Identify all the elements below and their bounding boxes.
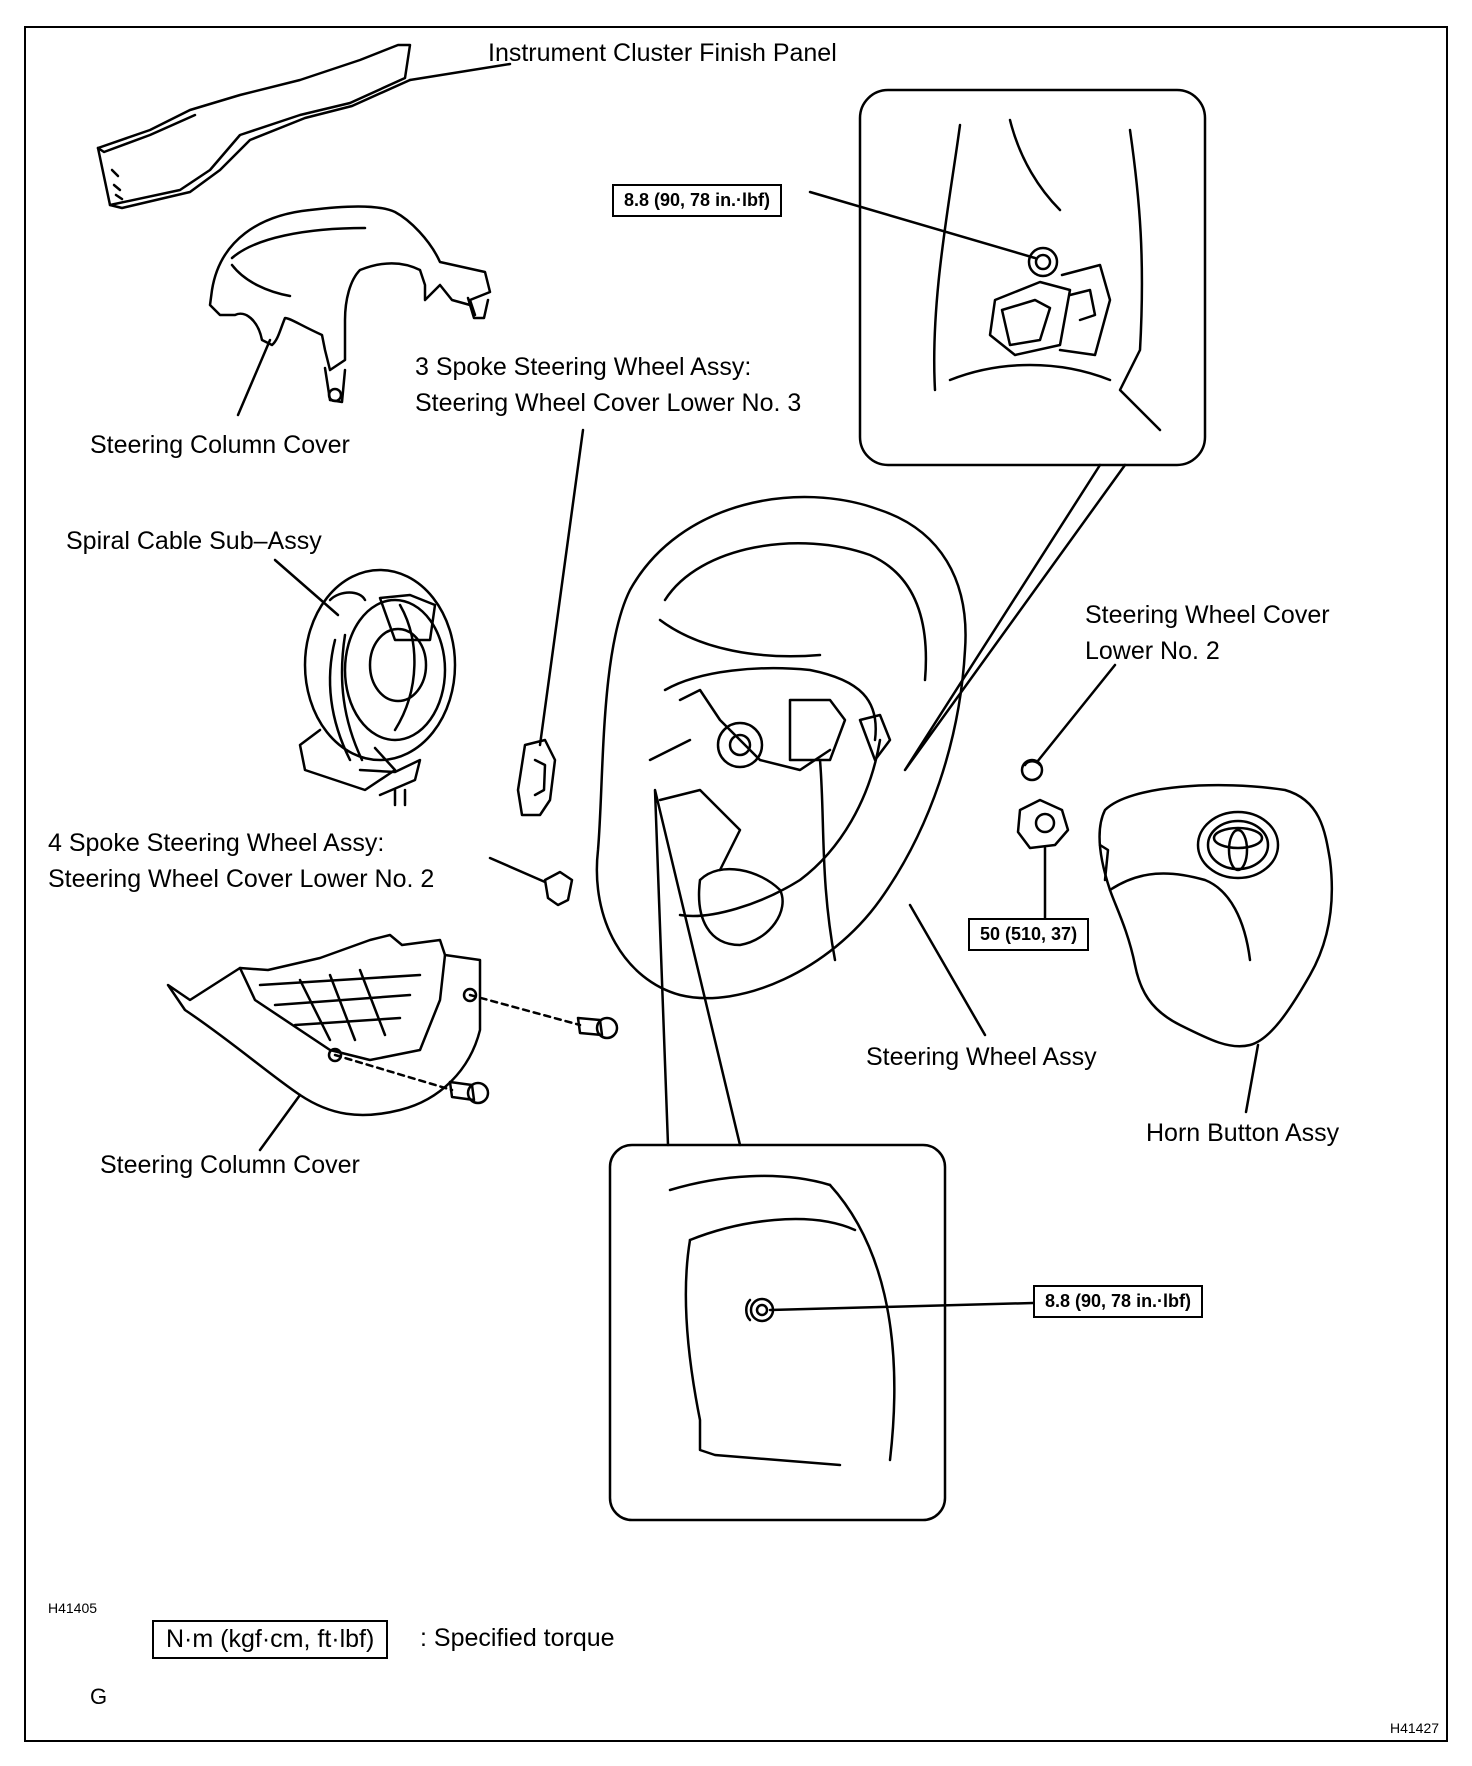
steering-wheel-cover-lower-no3 <box>516 738 557 817</box>
screw-icon <box>448 1016 619 1105</box>
instrument-cluster-finish-panel <box>96 43 412 210</box>
leader-screw-2 <box>333 1053 454 1092</box>
steering-column-cover-lower <box>166 933 482 1117</box>
torque-box-lower: 8.8 (90, 78 in.·lbf) <box>1033 1285 1204 1318</box>
leader-cover-lower-no2-clip <box>488 856 547 884</box>
label-swc-lower-no2-line2: Lower No. 2 <box>1085 637 1220 665</box>
leader-spiral-cable <box>273 558 340 617</box>
leader-column-cover-lower <box>258 1093 302 1152</box>
label-instrument-cluster-finish-panel: Instrument Cluster Finish Panel <box>488 39 837 67</box>
leader-screw-1 <box>468 993 582 1027</box>
label-four-spoke-line2: Steering Wheel Cover Lower No. 2 <box>48 865 435 893</box>
leader-upper-inset <box>903 463 1127 772</box>
label-spiral-cable: Spiral Cable Sub–Assy <box>66 527 322 555</box>
label-three-spoke-line2: Steering Wheel Cover Lower No. 3 <box>415 389 802 417</box>
section-letter: G <box>90 1684 108 1709</box>
steering-wheel-cover-lower-no2-small <box>1020 758 1044 782</box>
leader-torque-lower <box>768 1301 1035 1312</box>
label-four-spoke-line1: 4 Spoke Steering Wheel Assy: <box>48 829 385 857</box>
legend-unit-box: N·m (kgf·cm, ft·lbf) <box>152 1620 389 1659</box>
legend-text: : Specified torque <box>420 1624 615 1652</box>
steering-wheel-assy <box>595 495 967 1000</box>
lower-detail-inset <box>608 1143 947 1522</box>
leader-steering-wheel <box>908 903 987 1037</box>
label-three-spoke-line1: 3 Spoke Steering Wheel Assy: <box>415 353 752 381</box>
spiral-cable-sub-assy <box>298 568 457 807</box>
label-steering-wheel-assy: Steering Wheel Assy <box>866 1043 1097 1071</box>
leader-cover-lower-no3 <box>538 428 585 747</box>
figure-code-right: H41427 <box>1390 1720 1440 1736</box>
leader-column-cover-upper <box>236 338 272 417</box>
nut-icon <box>1016 798 1070 850</box>
upper-detail-inset <box>858 88 1207 467</box>
steering-column-cover-upper <box>208 205 492 404</box>
leader-torque-upper <box>808 190 1037 260</box>
label-steering-column-cover-lower: Steering Column Cover <box>100 1151 360 1179</box>
leader-lower-inset <box>653 788 742 1147</box>
diagram-frame <box>24 26 1448 1742</box>
torque-box-upper: 8.8 (90, 78 in.·lbf) <box>612 184 783 217</box>
label-steering-column-cover-upper: Steering Column Cover <box>90 431 350 459</box>
torque-box-nut: 50 (510, 37) <box>968 918 1090 951</box>
steering-wheel-cover-lower-no2-clip <box>543 870 574 907</box>
horn-button-assy <box>1098 783 1334 1048</box>
label-horn-button-assy: Horn Button Assy <box>1146 1119 1340 1147</box>
figure-code-left: H41405 <box>48 1600 98 1616</box>
leader-finish-panel <box>408 62 512 82</box>
label-swc-lower-no2-line1: Steering Wheel Cover <box>1085 601 1330 629</box>
leader-horn-button <box>1244 1043 1260 1114</box>
leader-cover-lower-no2 <box>1035 663 1117 764</box>
